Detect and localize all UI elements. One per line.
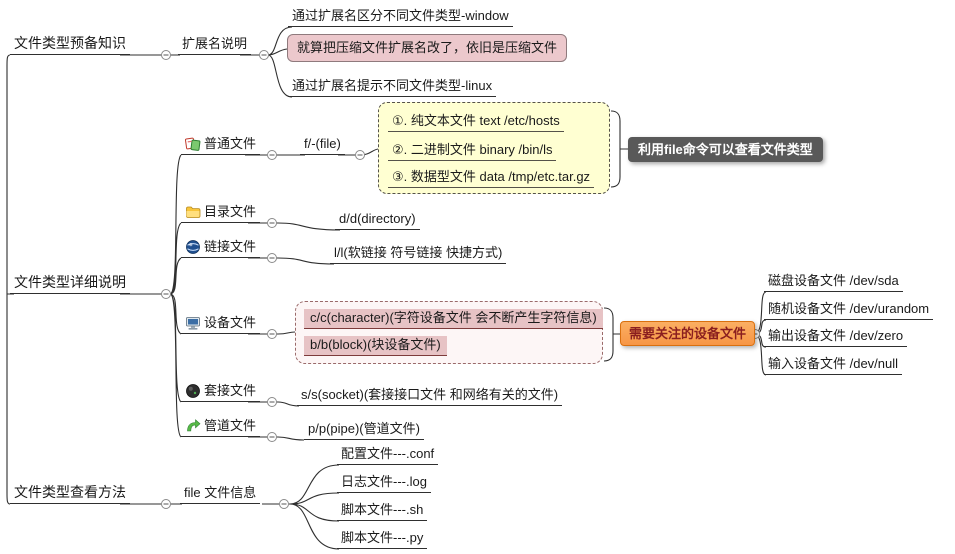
collapse-toggle[interactable]: [267, 253, 277, 263]
node-binary-file[interactable]: ②. 二进制文件 binary /bin/ls: [388, 141, 557, 161]
collapse-toggle[interactable]: [267, 329, 277, 339]
node-pipe-code[interactable]: p/p(pipe)(管道文件): [304, 420, 424, 440]
callout-file-command[interactable]: 利用file命令可以查看文件类型: [628, 137, 823, 162]
device-types-box[interactable]: c/c(character)(字符设备文件 会不断产生字符信息) b/b(blo…: [295, 301, 603, 364]
node-input-device[interactable]: 输入设备文件 /dev/null: [764, 355, 903, 375]
folder-icon: [185, 204, 201, 220]
node-script-sh[interactable]: 脚本文件---.sh: [337, 501, 428, 521]
node-label: 链接文件: [204, 239, 257, 254]
collapse-toggle[interactable]: [355, 150, 365, 160]
node-random-device[interactable]: 随机设备文件 /dev/urandom: [764, 300, 934, 320]
node-label: 套接文件: [204, 383, 257, 398]
node-extension-explanation[interactable]: 扩展名说明: [178, 35, 252, 55]
collapse-toggle[interactable]: [267, 432, 277, 442]
node-block-device[interactable]: b/b(block)(块设备文件): [304, 336, 447, 356]
node-file-info[interactable]: file 文件信息: [180, 484, 261, 504]
collapse-toggle[interactable]: [161, 50, 171, 60]
node-ordinary-file-code[interactable]: f/-(file): [300, 135, 345, 155]
node-link-code[interactable]: l/l(软链接 符号链接 快捷方式): [330, 244, 507, 264]
node-conf-file[interactable]: 配置文件---.conf: [337, 445, 439, 465]
node-label: 目录文件: [204, 204, 257, 219]
node-extension-linux[interactable]: 通过扩展名提示不同文件类型-linux: [288, 77, 497, 97]
node-data-file[interactable]: ③. 数据型文件 data /tmp/etc.tar.gz: [388, 168, 595, 188]
node-file-type-detail[interactable]: 文件类型详细说明: [10, 273, 130, 294]
node-output-device[interactable]: 输出设备文件 /dev/zero: [764, 327, 908, 347]
files-icon: [185, 136, 201, 152]
node-directory-file[interactable]: 目录文件: [181, 203, 261, 223]
ordinary-file-types-box[interactable]: ①. 纯文本文件 text /etc/hosts ②. 二进制文件 binary…: [378, 102, 610, 194]
collapse-toggle[interactable]: [279, 499, 289, 509]
node-pipe-file[interactable]: 管道文件: [181, 417, 261, 437]
node-script-py[interactable]: 脚本文件---.py: [337, 529, 428, 549]
node-log-file[interactable]: 日志文件---.log: [337, 473, 431, 493]
node-label: 普通文件: [204, 136, 257, 151]
node-socket-code[interactable]: s/s(socket)(套接接口文件 和网络有关的文件): [297, 386, 563, 406]
socket-icon: [185, 383, 201, 399]
node-text-file[interactable]: ①. 纯文本文件 text /etc/hosts: [388, 112, 564, 132]
node-file-type-view-method[interactable]: 文件类型查看方法: [10, 483, 130, 504]
node-extension-window[interactable]: 通过扩展名区分不同文件类型-window: [288, 7, 513, 27]
collapse-toggle[interactable]: [161, 289, 171, 299]
collapse-toggle[interactable]: [267, 150, 277, 160]
collapse-toggle[interactable]: [259, 50, 269, 60]
node-link-file[interactable]: 链接文件: [181, 238, 261, 258]
node-device-file[interactable]: 设备文件: [181, 314, 261, 334]
node-disk-device[interactable]: 磁盘设备文件 /dev/sda: [764, 272, 903, 292]
node-ordinary-file[interactable]: 普通文件: [181, 135, 261, 155]
node-directory-code[interactable]: d/d(directory): [335, 210, 420, 230]
note-compressed-file-extension[interactable]: 就算把压缩文件扩展名改了，依旧是压缩文件: [287, 34, 568, 62]
collapse-toggle[interactable]: [267, 397, 277, 407]
callout-important-devices[interactable]: 需要关注的设备文件: [620, 321, 756, 346]
node-socket-file[interactable]: 套接文件: [181, 382, 261, 402]
collapse-toggle[interactable]: [267, 218, 277, 228]
node-label: 设备文件: [204, 315, 257, 330]
node-file-type-prep-knowledge[interactable]: 文件类型预备知识: [10, 34, 130, 55]
collapse-toggle[interactable]: [161, 499, 171, 509]
globe-icon: [185, 239, 201, 255]
pipe-arrow-icon: [185, 418, 201, 434]
node-label: 管道文件: [204, 418, 257, 433]
computer-icon: [185, 315, 201, 331]
node-character-device[interactable]: c/c(character)(字符设备文件 会不断产生字符信息): [304, 309, 603, 329]
